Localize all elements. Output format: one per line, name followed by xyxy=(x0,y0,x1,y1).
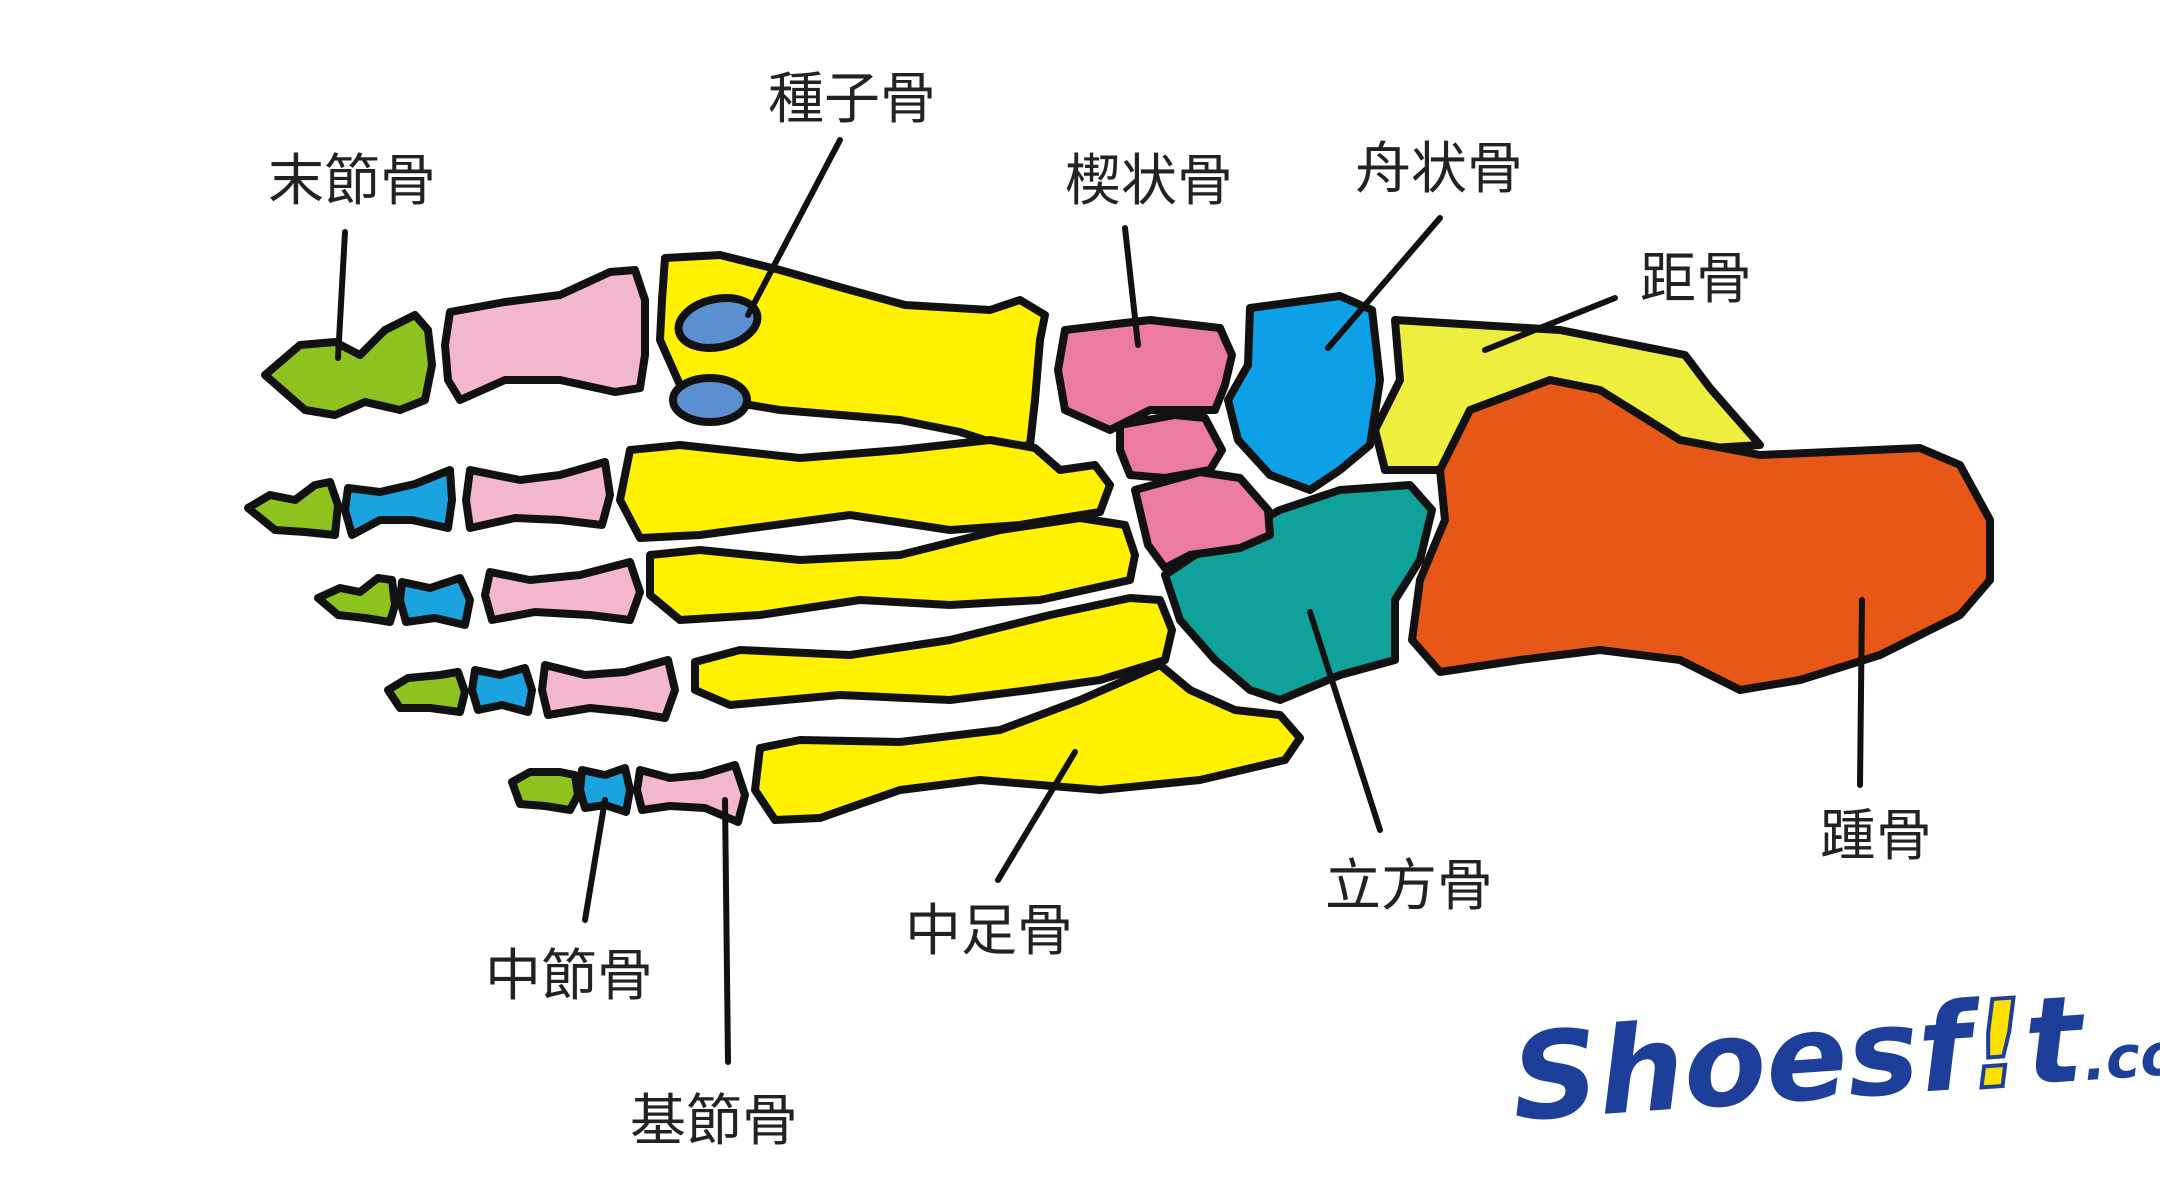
medial-cuneiform-bone xyxy=(1054,316,1236,434)
navicular-bone xyxy=(1224,292,1384,494)
shoesfit-logo: Shoesf!t.com xyxy=(1507,959,2160,1149)
distal-phalanges xyxy=(244,311,582,814)
leader-sesamoid xyxy=(745,137,843,318)
leader-cuneiform xyxy=(1122,225,1141,348)
leader-calcaneus xyxy=(1857,597,1865,788)
label-cuneiform: 楔状骨 xyxy=(1065,149,1233,214)
proximal-phalanx-3-bone xyxy=(481,558,644,624)
logo-part-t: t xyxy=(2020,970,2092,1113)
logo-part-shoesf: Shoesf xyxy=(1507,977,1988,1149)
label-proximal-phalanx: 基節骨 xyxy=(630,1089,798,1154)
rearfoot xyxy=(1161,292,1994,704)
sesamoid-1-bone xyxy=(674,294,762,352)
label-calcaneus: 踵骨 xyxy=(1820,804,1932,869)
sesamoid-2-bone xyxy=(669,374,751,426)
logo-part-exclaim: ! xyxy=(1966,974,2030,1116)
label-navicular: 舟状骨 xyxy=(1355,137,1523,202)
leader-talus xyxy=(1482,295,1618,353)
intermediate-cuneiform-bone xyxy=(1116,411,1226,482)
middle-phalanx-3-bone xyxy=(396,574,474,629)
middle-phalanx-2-bone xyxy=(341,466,456,539)
sesamoids xyxy=(669,294,762,426)
middle-phalanges xyxy=(341,466,634,816)
leader-metatarsal xyxy=(995,749,1078,883)
metatarsal-3-bone xyxy=(646,514,1139,624)
distal-phalanx-2-bone xyxy=(244,478,342,539)
leader-navicular xyxy=(1325,215,1443,351)
distal-phalanx-5-bone xyxy=(508,768,582,814)
logo-part-com: .com xyxy=(2081,1015,2160,1094)
label-sesamoid: 種子骨 xyxy=(768,67,936,132)
lateral-cuneiform-bone xyxy=(1131,468,1274,572)
cuneiforms xyxy=(1054,316,1274,572)
proximal-phalanx-2-bone xyxy=(462,458,614,532)
distal-phalanx-1-bone xyxy=(261,311,436,419)
label-metatarsal: 中足骨 xyxy=(905,899,1073,964)
calcaneus-bone xyxy=(1408,376,1994,694)
metatarsal-2-bone xyxy=(616,436,1114,542)
leader-cuboid xyxy=(1307,609,1383,833)
leader-proximal-phalanx xyxy=(722,797,731,1065)
proximal-phalanx-1-bone xyxy=(441,266,649,404)
label-cuboid: 立方骨 xyxy=(1325,854,1493,919)
leader-lines xyxy=(335,137,1865,1065)
leader-distal-phalanx xyxy=(335,229,348,361)
proximal-phalanx-4-bone xyxy=(538,656,679,722)
distal-phalanx-4-bone xyxy=(384,668,469,716)
metatarsal-5-bone xyxy=(751,661,1304,824)
metatarsal-4-bone xyxy=(691,594,1176,709)
proximal-phalanges xyxy=(441,266,749,826)
label-distal-phalanx: 末節骨 xyxy=(268,149,436,214)
label-talus: 距骨 xyxy=(1640,247,1752,312)
leader-middle-phalanx xyxy=(582,797,608,923)
logo-text: Shoesf!t.com xyxy=(1507,959,2160,1148)
proximal-phalanx-5-bone xyxy=(633,761,749,826)
middle-phalanx-4-bone xyxy=(468,664,536,716)
labels: 末節骨 種子骨 楔状骨 舟状骨 距骨 中節骨 基節骨 中足骨 立方骨 踵骨 xyxy=(268,67,1932,1154)
distal-phalanx-3-bone xyxy=(314,574,399,626)
label-middle-phalanx: 中節骨 xyxy=(485,944,653,1009)
